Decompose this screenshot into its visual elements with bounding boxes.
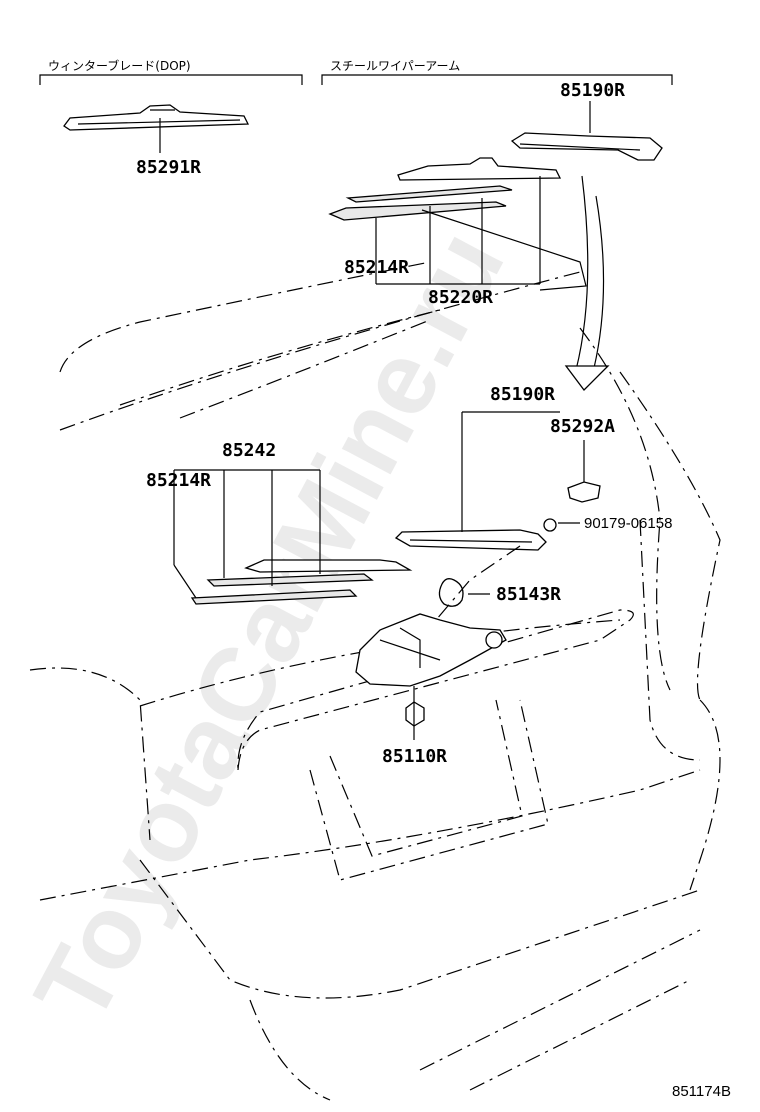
winter-blade-group: ウィンターブレード(DOP) [39, 58, 303, 85]
label-85110R: 85110R [382, 746, 447, 767]
label-85291R: 85291R [136, 157, 201, 178]
wiper-arm-mid [394, 411, 560, 551]
wiper-arm-top [510, 101, 663, 161]
label-85214R-mid: 85214R [146, 470, 211, 491]
label-85242: 85242 [222, 440, 276, 461]
leaders-top [375, 176, 541, 285]
wiper-blade-top [328, 157, 587, 291]
diagram-code: 851174B [672, 1083, 731, 1100]
label-85143R: 85143R [496, 584, 561, 605]
cap-85292A [567, 440, 601, 503]
grommet-85143R [438, 578, 490, 607]
label-90179-06158: 90179-06158 [584, 515, 672, 532]
winter-blade-85291R [63, 104, 250, 153]
label-85292A: 85292A [550, 416, 615, 437]
winter-blade-heading: ウィンターブレード(DOP) [48, 58, 191, 73]
arrow [564, 175, 610, 391]
steel-arm-heading: スチールワイパーアーム [330, 59, 460, 73]
label-85220R: 85220R [428, 287, 493, 308]
steel-arm-group: スチールワイパーアーム [321, 59, 673, 85]
motor-85110R [355, 613, 507, 740]
label-85214R-top: 85214R [344, 257, 409, 278]
wiper-blade-mid [173, 469, 413, 605]
car-body-outline [29, 261, 721, 1101]
label-85190R-top: 85190R [560, 80, 625, 101]
label-85190R-mid: 85190R [490, 384, 555, 405]
nut-90179 [543, 518, 580, 532]
